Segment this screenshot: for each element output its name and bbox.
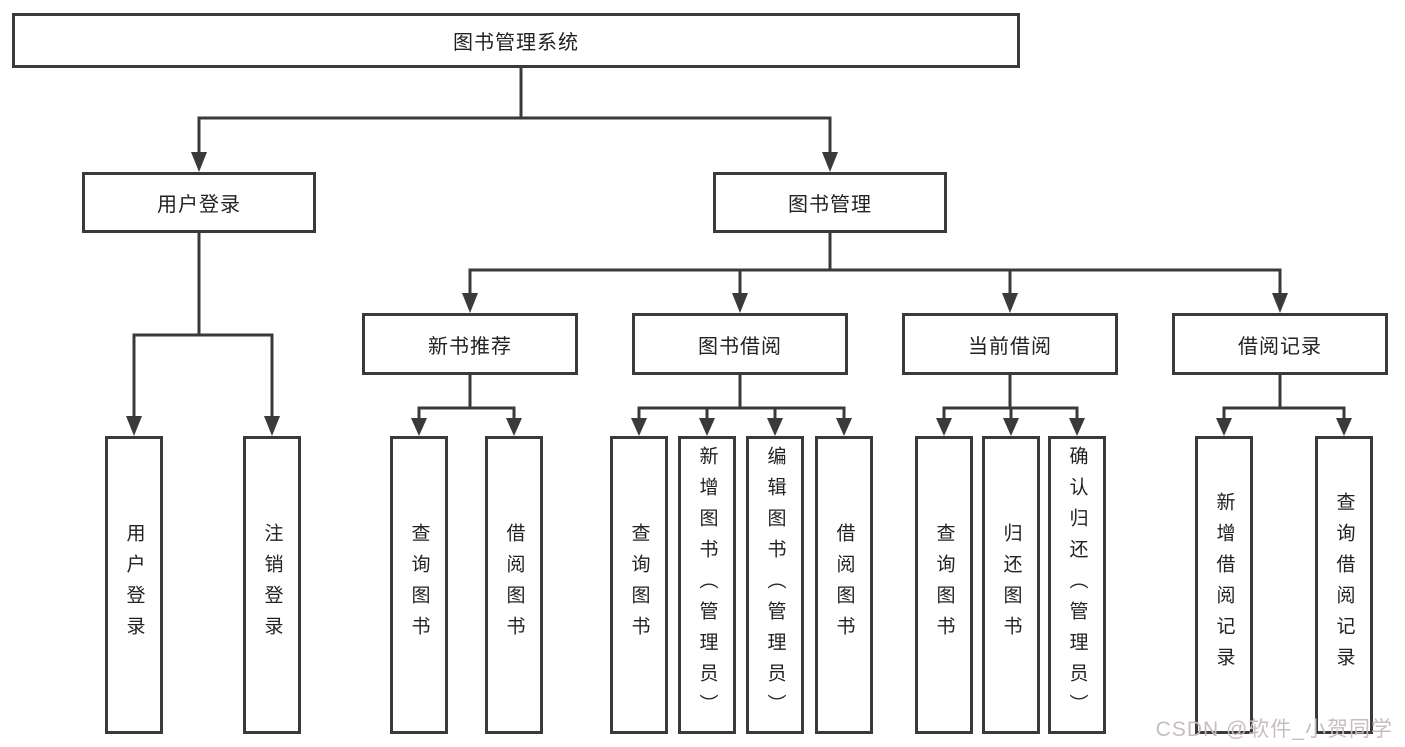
leaf-logout-label: 注销登录 (261, 523, 283, 647)
leaf-confirm-return-admin-label: 确认归还（管理员） (1066, 445, 1088, 725)
leaf-add-borrow-record: 新增借阅记录 (1195, 436, 1253, 734)
leaf-confirm-return-admin: 确认归还（管理员） (1048, 436, 1106, 734)
connector-book-borrow-children (631, 375, 852, 436)
node-borrow-records-label: 借阅记录 (1238, 335, 1322, 358)
node-library-system: 图书管理系统 (12, 13, 1020, 68)
node-book-borrow: 图书借阅 (632, 313, 848, 375)
leaf-query-books-recommend-label: 查询图书 (408, 523, 430, 647)
leaf-return-book: 归还图书 (982, 436, 1040, 734)
leaf-query-books-borrow: 查询图书 (610, 436, 668, 734)
leaf-query-borrow-record: 查询借阅记录 (1315, 436, 1373, 734)
leaf-add-book-admin-label: 新增图书（管理员） (696, 445, 718, 725)
leaf-query-books-borrow-label: 查询图书 (628, 523, 650, 647)
leaf-add-book-admin: 新增图书（管理员） (678, 436, 736, 734)
connector-root-to-level1 (191, 68, 838, 172)
node-borrow-records: 借阅记录 (1172, 313, 1388, 375)
node-book-borrow-label: 图书借阅 (698, 335, 782, 358)
connector-book-management-children (462, 233, 1288, 313)
node-current-borrow: 当前借阅 (902, 313, 1118, 375)
leaf-logout: 注销登录 (243, 436, 301, 734)
leaf-query-books-current: 查询图书 (915, 436, 973, 734)
node-user-login: 用户登录 (82, 172, 316, 233)
connector-current-borrow-children (936, 375, 1085, 436)
node-new-book-recommend-label: 新书推荐 (428, 335, 512, 358)
node-user-login-label: 用户登录 (157, 194, 241, 216)
leaf-borrow-books: 借阅图书 (815, 436, 873, 734)
node-new-book-recommend: 新书推荐 (362, 313, 578, 375)
leaf-query-books-current-label: 查询图书 (933, 523, 955, 647)
node-book-management-label: 图书管理 (788, 194, 872, 216)
leaf-borrow-books-label: 借阅图书 (833, 523, 855, 647)
connector-borrow-records-children (1216, 375, 1352, 436)
leaf-edit-book-admin: 编辑图书（管理员） (746, 436, 804, 734)
leaf-borrow-books-recommend: 借阅图书 (485, 436, 543, 734)
node-library-system-label: 图书管理系统 (453, 32, 579, 54)
node-book-management: 图书管理 (713, 172, 947, 233)
node-current-borrow-label: 当前借阅 (968, 335, 1052, 358)
connector-user-login-children (126, 233, 280, 436)
leaf-query-borrow-record-label: 查询借阅记录 (1333, 492, 1355, 678)
leaf-return-book-label: 归还图书 (1000, 523, 1022, 647)
connector-new-book-recommend-children (411, 375, 522, 436)
leaf-user-login: 用户登录 (105, 436, 163, 734)
leaf-edit-book-admin-label: 编辑图书（管理员） (764, 445, 786, 725)
leaf-user-login-label: 用户登录 (123, 523, 145, 647)
leaf-add-borrow-record-label: 新增借阅记录 (1213, 492, 1235, 678)
watermark-text: CSDN @软件_小贺同学 (1155, 718, 1393, 741)
leaf-borrow-books-recommend-label: 借阅图书 (503, 523, 525, 647)
leaf-query-books-recommend: 查询图书 (390, 436, 448, 734)
